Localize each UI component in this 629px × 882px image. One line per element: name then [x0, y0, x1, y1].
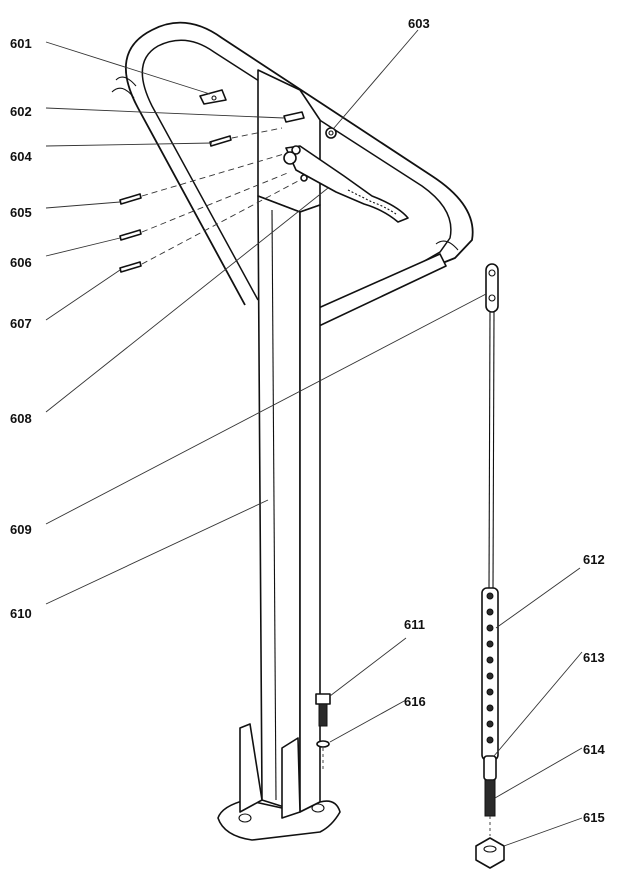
nut-615 [475, 837, 505, 869]
label-615: 615 [583, 810, 605, 825]
washer-616 [316, 740, 330, 770]
release-lever [283, 145, 409, 223]
label-604: 604 [10, 149, 32, 164]
label-609: 609 [10, 522, 32, 537]
label-614: 614 [583, 742, 605, 757]
label-606: 606 [10, 255, 32, 270]
nut-603 [325, 127, 337, 139]
connector-613 [483, 755, 497, 781]
pull-rod [485, 263, 499, 591]
spring-clip-602 [283, 111, 305, 123]
part-labels: 601 602 603 604 605 606 607 608 609 610 … [10, 16, 605, 825]
leader-lines [45, 29, 583, 847]
assembly-lines [141, 127, 301, 265]
label-608: 608 [10, 411, 32, 426]
label-601: 601 [10, 36, 32, 51]
label-602: 602 [10, 104, 32, 119]
label-607: 607 [10, 316, 32, 331]
pin-607 [119, 261, 142, 273]
label-612: 612 [583, 552, 605, 567]
threaded-rod-614 [484, 779, 496, 836]
latch-plate-601 [199, 89, 227, 105]
label-603: 603 [408, 16, 430, 31]
label-616: 616 [404, 694, 426, 709]
pin-605 [119, 193, 142, 205]
label-605: 605 [10, 205, 32, 220]
screw-611 [315, 693, 331, 727]
handle-column [217, 69, 341, 841]
pin-604 [209, 135, 232, 147]
pin-606 [119, 229, 142, 241]
label-613: 613 [583, 650, 605, 665]
label-611: 611 [404, 617, 425, 632]
label-610: 610 [10, 606, 32, 621]
chain-612 [481, 587, 499, 761]
